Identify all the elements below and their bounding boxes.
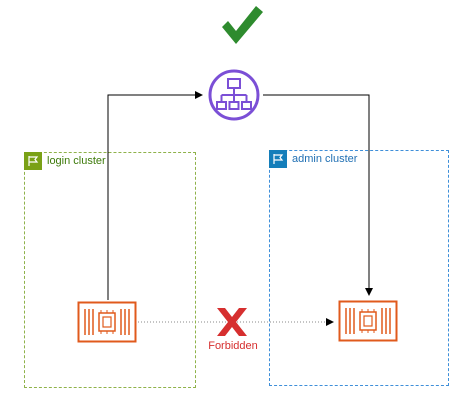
login-to-balancer-connector <box>107 91 203 300</box>
flag-icon <box>24 152 42 170</box>
admin-instance-node[interactable] <box>338 300 398 342</box>
forbidden-label: Forbidden <box>208 340 258 352</box>
cross-icon <box>214 306 250 338</box>
login-cluster-label: login cluster <box>47 155 106 167</box>
ec2-instance-icon <box>77 301 137 343</box>
login-cluster-group: login cluster <box>24 152 196 388</box>
login-instance-node[interactable] <box>77 301 137 343</box>
load-balancer-icon[interactable] <box>208 69 260 121</box>
admin-cluster-header: admin cluster <box>269 150 357 168</box>
ec2-instance-icon <box>338 300 398 342</box>
flag-icon <box>269 150 287 168</box>
login-cluster-header: login cluster <box>24 152 106 170</box>
admin-cluster-label: admin cluster <box>292 153 358 165</box>
admin-cluster-group: admin cluster <box>269 150 449 386</box>
checkmark-icon <box>218 2 266 50</box>
balancer-to-admin-connector <box>263 94 373 296</box>
